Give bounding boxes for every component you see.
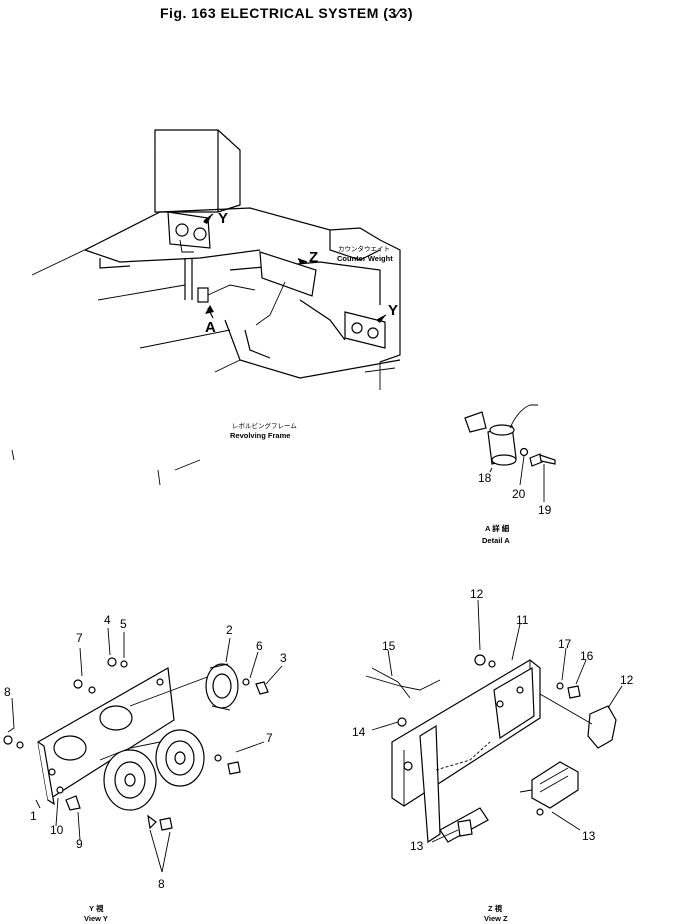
part-number-13-left: 13 (410, 839, 424, 853)
part-number-4: 4 (104, 613, 111, 627)
view-z: 11 12 12 13 13 14 15 16 17 Z 視 View Z (352, 587, 634, 923)
part-number-9: 9 (76, 837, 83, 851)
part-number-7-upper: 7 (76, 631, 83, 645)
part-number-6: 6 (256, 639, 263, 653)
view-y-caption-en: View Y (84, 914, 108, 923)
figure-title: Fig. 163 ELECTRICAL SYSTEM (3⁄3) (160, 5, 413, 21)
part-number-5: 5 (120, 617, 127, 631)
part-number-8-bottom: 8 (158, 877, 165, 891)
part-number-12-right: 12 (620, 673, 634, 687)
view-z-caption-jp: Z 視 (488, 903, 503, 913)
view-y: 1 2 3 4 5 6 7 7 8 8 9 10 Y 視 View Y (3, 613, 287, 923)
part-number-13-right: 13 (582, 829, 596, 843)
revolving-frame-label-en: Revolving Frame (230, 431, 290, 440)
arrow-label-a: A (205, 319, 216, 336)
part-number-15: 15 (382, 639, 396, 653)
counterweight-label-jp: カウンタウエイト (338, 244, 390, 253)
detail-a: 18 20 19 A 詳 細 Detail A (464, 404, 556, 545)
detail-a-caption-en: Detail A (482, 536, 510, 545)
detail-a-caption-jp: A 詳 細 (485, 523, 510, 533)
arrow-label-y-lower: Y (388, 302, 398, 319)
part-number-16: 16 (580, 649, 594, 663)
revolving-frame-label-jp: レボルビングフレーム (232, 421, 297, 430)
part-number-1: 1 (30, 809, 37, 823)
arrow-label-z: Z (309, 249, 318, 266)
part-number-14: 14 (352, 725, 366, 739)
part-number-8-left: 8 (4, 685, 11, 699)
part-number-19: 19 (538, 503, 552, 517)
part-number-3: 3 (280, 651, 287, 665)
arrow-label-y-upper: Y (218, 210, 228, 227)
part-number-10: 10 (50, 823, 64, 837)
part-number-17: 17 (558, 637, 572, 651)
view-y-caption-jp: Y 視 (89, 903, 104, 913)
part-number-18: 18 (478, 471, 492, 485)
part-number-2: 2 (226, 623, 233, 637)
view-z-caption-en: View Z (484, 914, 508, 923)
part-number-12-upper: 12 (470, 587, 484, 601)
part-number-20: 20 (512, 487, 526, 501)
counterweight-label-en: Counter Weight (337, 254, 393, 263)
part-number-11: 11 (516, 613, 529, 627)
part-number-7-lower: 7 (266, 731, 273, 745)
machine-overview: Y Z Y A カウンタウエイト Counter Weight レボルビングフレ… (11, 129, 401, 486)
